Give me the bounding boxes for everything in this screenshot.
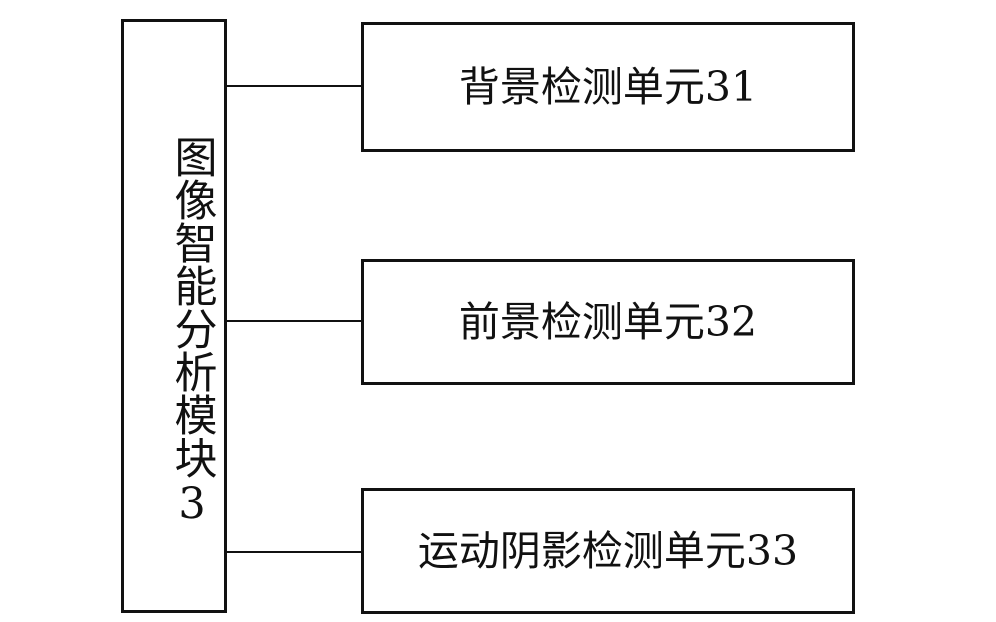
connector-motion-shadow-unit <box>227 551 361 553</box>
foreground-detection-unit-label: 前景检测单元32 <box>458 297 758 346</box>
background-detection-unit-box: 背景检测单元31 <box>361 22 855 152</box>
connector-foreground-unit <box>227 320 361 322</box>
image-analysis-module-box: 图像智能分析模块3 <box>121 19 227 613</box>
motion-shadow-detection-unit-box: 运动阴影检测单元33 <box>361 488 855 614</box>
foreground-detection-unit-box: 前景检测单元32 <box>361 259 855 385</box>
motion-shadow-detection-unit-label: 运动阴影检测单元33 <box>417 526 799 575</box>
connector-background-unit <box>227 85 361 87</box>
background-detection-unit-label: 背景检测单元31 <box>458 62 758 111</box>
image-analysis-module-label: 图像智能分析模块3 <box>167 134 217 529</box>
